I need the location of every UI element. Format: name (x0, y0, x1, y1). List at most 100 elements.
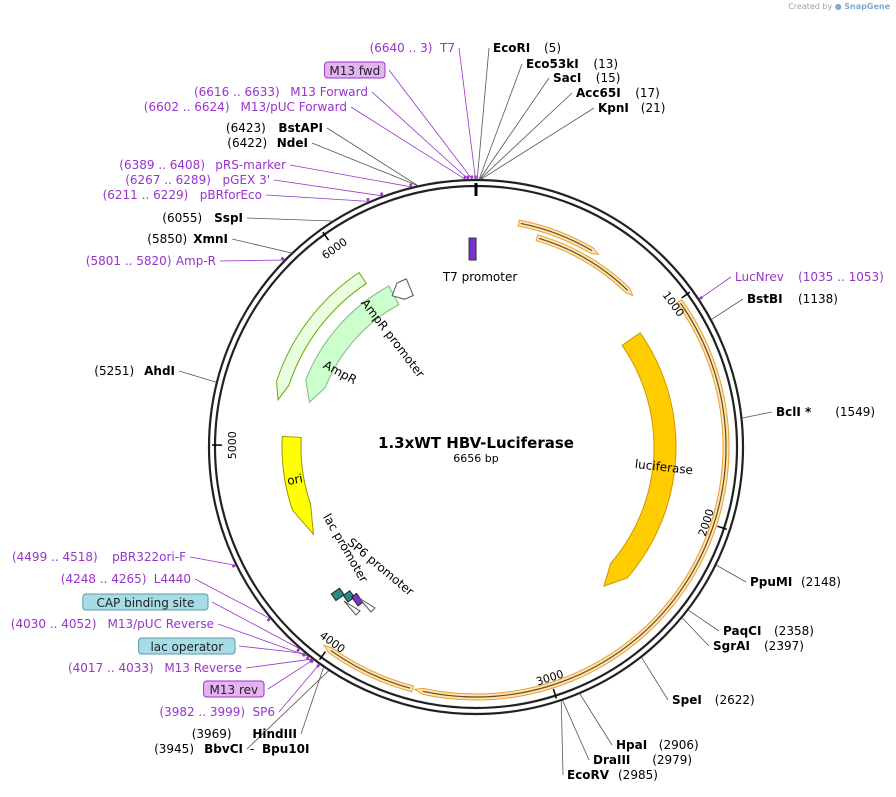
feature-box (82, 593, 209, 611)
orf-line (520, 222, 593, 252)
label-ecori: EcoRI(5) (493, 41, 561, 55)
enzyme-name: Eco53kI (526, 57, 579, 71)
ampr-promoter-label: AmpR promoter (358, 296, 427, 380)
enzyme-position: (3969) (192, 727, 232, 741)
leader-line-pbr322ori-f (189, 556, 236, 566)
label-ahdi: AhdI(5251) (94, 364, 175, 378)
primer-mark-pbr322ori-f (231, 564, 236, 568)
ori-arrow (281, 435, 315, 536)
cap-site-mark (330, 587, 345, 602)
label-pbrforeco: pBRforEco (6211 .. 6229) (103, 188, 262, 202)
leader-line-m13-reverse (245, 658, 313, 669)
enzyme-name: SacI (553, 71, 581, 85)
enzyme-position: (2397) (764, 639, 804, 653)
leader-line-ecorv (560, 701, 564, 776)
enzyme-position: (6423) (226, 121, 266, 135)
enzyme-position: (2979) (652, 753, 692, 767)
leader-line-prs-marker (289, 164, 412, 188)
enzyme-position: (3945) (154, 742, 194, 756)
feature-name: M13 Reverse (164, 661, 242, 675)
leader-line-xmni (231, 238, 292, 254)
label-ndei: NdeI(6422) (227, 136, 308, 150)
feature-range: (6640 .. 3) (370, 41, 433, 55)
feature-box (324, 61, 386, 79)
snapgene-logo-icon: ● (834, 2, 842, 11)
ampr-orf (276, 271, 367, 402)
label-hpai: HpaI(2906) (616, 738, 699, 752)
plasmid-size: 6656 bp (453, 452, 498, 465)
enzyme-name: XmnI (193, 232, 228, 246)
leader-line-sgrai (682, 617, 710, 647)
primer-mark-pgex3 (379, 192, 384, 196)
ampr-promoter-arrow (391, 278, 414, 300)
enzyme-name-bpu10i: Bpu10I (262, 742, 309, 756)
leader-line-cap-site (211, 601, 300, 649)
leader-line-saci (479, 77, 550, 180)
leader-line-lucnrev (699, 276, 732, 300)
leader-line-draiii (562, 700, 590, 761)
enzyme-position: (2985) (618, 768, 658, 782)
enzyme-name: Acc65I (576, 86, 621, 100)
leader-line-hindiii (300, 667, 324, 735)
orf-line (330, 649, 411, 689)
enzyme-name: HpaI (616, 738, 647, 752)
label-t7: T7 (6640 .. 3) (370, 41, 455, 55)
backbone (207, 178, 745, 716)
enzyme-position: (1549) (835, 405, 875, 419)
leader-line-ampr-primer (219, 259, 285, 262)
tick-mark (322, 231, 330, 241)
feature-box-text: CAP binding site (96, 596, 194, 610)
label-spei: SpeI(2622) (672, 693, 755, 707)
enzyme-position: (2622) (715, 693, 755, 707)
orf-line (538, 237, 629, 291)
feature-range: (6211 .. 6229) (103, 188, 189, 202)
leader-line-paqci (688, 609, 720, 632)
feature-name: SP6 (253, 705, 276, 719)
enzyme-position: (2148) (801, 575, 841, 589)
credit-brand: SnapGene (844, 2, 890, 11)
enzyme-name: EcoRI (493, 41, 530, 55)
tick-mark (717, 525, 728, 531)
feature-box (203, 680, 265, 698)
label-pbr322ori-f: pBR322ori-F(4499 .. 4518) (12, 550, 186, 564)
feature-range: (5801 .. 5820) (86, 254, 172, 268)
feature-range: (6389 .. 6408) (119, 158, 205, 172)
leader-line-ppumi (716, 564, 747, 583)
backbone-outer (207, 178, 745, 716)
label-acc65i: Acc65I (17) (576, 86, 660, 100)
orf-arrow (322, 644, 414, 693)
feature-name: L4440 (154, 572, 191, 586)
snapgene-credit: Created by ● SnapGene (788, 2, 890, 11)
leader-line-bstapi (326, 127, 418, 186)
primer-mark-cap-site (296, 648, 301, 653)
primer-mark-m13puc-reverse (305, 656, 310, 661)
primer-mark-l4440 (266, 617, 271, 622)
enzyme-name: AhdI (144, 364, 175, 378)
enzyme-position: (5850) (147, 232, 187, 246)
leader-line-ndei (311, 142, 418, 186)
label-xmni: XmnI (5850) (147, 232, 228, 246)
enzyme-position: (1138) (798, 292, 838, 306)
feature-name: T7 (439, 41, 455, 55)
enzyme-name: PaqCI (723, 624, 761, 638)
leader-line-ecori (476, 47, 490, 180)
leader-line-t7 (458, 47, 476, 180)
primer-mark-ampr-primer (280, 256, 285, 261)
feature-range: (6267 .. 6289) (125, 173, 211, 187)
enzyme-position: (17) (635, 86, 660, 100)
feature-range: (3982 .. 3999) (159, 705, 245, 719)
feature-name: pBRforEco (200, 188, 262, 202)
credit-prefix: Created by (788, 2, 833, 11)
tick-label: 5000 (226, 431, 239, 459)
tick-mark (552, 688, 558, 699)
feature-range: (4499 .. 4518) (12, 550, 98, 564)
orf-arrow (517, 219, 600, 256)
enzyme-name: BstAPI (278, 121, 323, 135)
label-m13-reverse: M13 Reverse(4017 .. 4033) (68, 661, 242, 675)
feature-name: M13/pUC Reverse (108, 617, 215, 631)
enzyme-name: EcoRV (567, 768, 610, 782)
enzyme-name: SspI (214, 211, 243, 225)
